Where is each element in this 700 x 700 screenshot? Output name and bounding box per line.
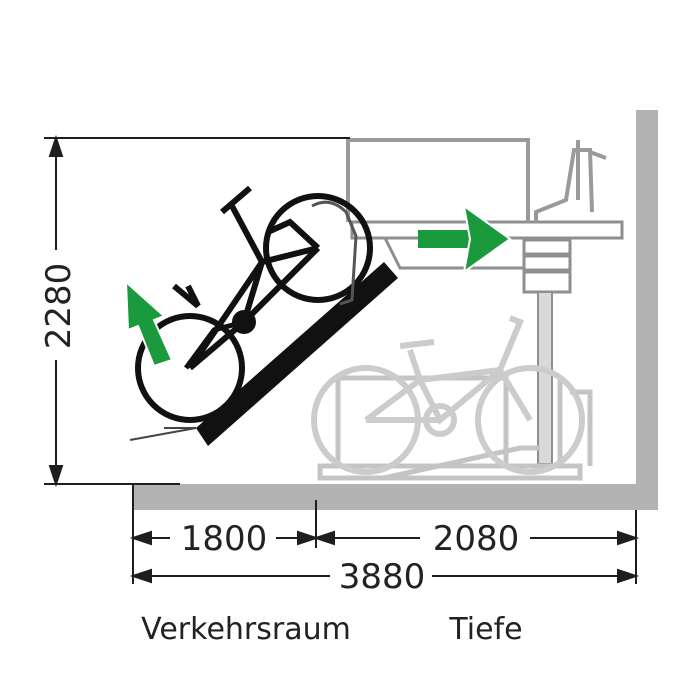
push-arrow-icon — [418, 203, 512, 275]
lower-bike — [311, 315, 585, 475]
tilted-ramp — [129, 262, 398, 446]
height-dimension — [44, 134, 350, 488]
verkehrsraum-value: 1800 — [181, 519, 268, 559]
total-value: 3880 — [339, 557, 426, 597]
lift-arrow-icon — [124, 279, 174, 368]
wheel-holder — [311, 200, 358, 306]
upper-bike-crank — [232, 310, 256, 334]
height-value: 2280 — [39, 263, 79, 350]
width-dimensions — [129, 484, 640, 584]
lower-rack — [317, 375, 593, 481]
floor — [133, 484, 658, 510]
caption-verkehrsraum: Verkehrsraum — [141, 612, 351, 647]
caption-tiefe: Tiefe — [448, 612, 522, 647]
wall — [636, 110, 658, 510]
tiefe-value: 2080 — [433, 519, 520, 559]
upper-bike — [135, 185, 373, 423]
